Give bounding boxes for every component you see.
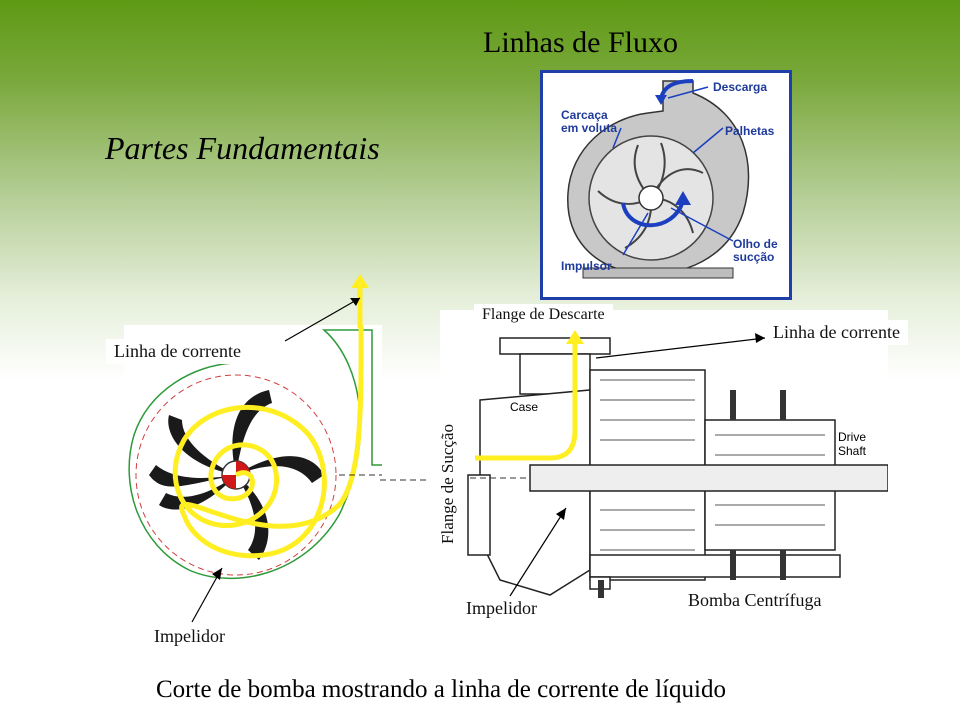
label-olho: Olho de bbox=[733, 237, 778, 251]
label-case: Case bbox=[510, 400, 539, 414]
volute-pump-drawing bbox=[567, 79, 750, 279]
impeller-diagram bbox=[124, 325, 382, 602]
label-impulsor: Impulsor bbox=[561, 259, 612, 273]
label-linha-corrente-right: Linha de corrente bbox=[765, 320, 908, 345]
page-title: Linhas de Fluxo bbox=[483, 26, 678, 59]
label-shaft: Shaft bbox=[838, 444, 867, 458]
volute-pump-inset: Descarga Carcaça em voluta Palhetas Olho… bbox=[540, 70, 792, 300]
label-carcaca: Carcaça bbox=[561, 108, 608, 122]
label-impelidor-left: Impelidor bbox=[146, 624, 233, 649]
label-voluta: em voluta bbox=[561, 121, 618, 135]
label-palhetas: Palhetas bbox=[725, 124, 775, 138]
label-descarga: Descarga bbox=[713, 80, 768, 94]
label-succao: sucção bbox=[733, 250, 775, 264]
left-streamline-arrow bbox=[351, 274, 369, 328]
label-drive: Drive bbox=[838, 430, 867, 444]
section-subtitle: Partes Fundamentais bbox=[105, 130, 380, 166]
axis-dashed-line bbox=[380, 479, 450, 481]
pump-section-drawing bbox=[440, 330, 888, 598]
pump-section-diagram: Case Drive Shaft bbox=[440, 310, 888, 610]
flange-succao-box: Flange de Sucção bbox=[430, 396, 466, 576]
label-flange-succao: Flange de Sucção bbox=[438, 424, 457, 544]
figure-caption: Corte de bomba mostrando a linha de corr… bbox=[156, 676, 726, 703]
label-bomba-centrifuga: Bomba Centrífuga bbox=[680, 588, 830, 613]
label-linha-corrente-left: Linha de corrente bbox=[106, 339, 249, 364]
impeller-drawing bbox=[128, 325, 382, 580]
label-flange-descarte: Flange de Descarte bbox=[474, 304, 613, 326]
label-impelidor-right: Impelidor bbox=[458, 596, 545, 621]
